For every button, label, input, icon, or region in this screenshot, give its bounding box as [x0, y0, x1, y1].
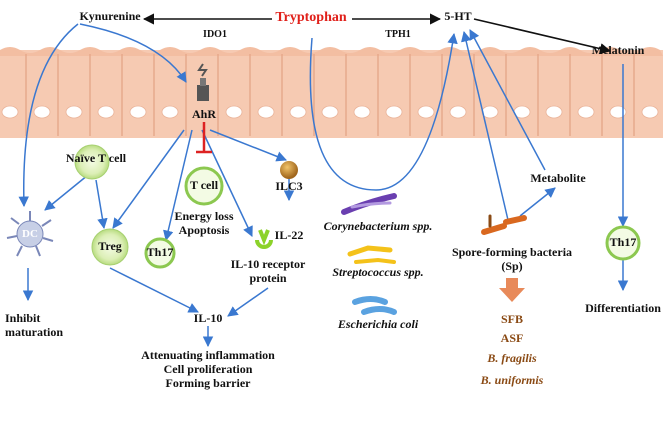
differentiation-label: Differentiation	[585, 301, 661, 315]
b-fragilis-label: B. fragilis	[487, 351, 537, 365]
t-cell-icon	[184, 166, 224, 206]
sfb-label: SFB	[500, 312, 524, 326]
down-arrow-icon	[499, 278, 525, 302]
th17-right-label: Th17	[609, 235, 637, 249]
apoptosis-label: Apoptosis	[178, 223, 230, 237]
sp-label: (Sp)	[501, 259, 523, 273]
treg-label: Treg	[98, 239, 122, 253]
naive-t-cell-label: Naïve T cell	[65, 151, 127, 165]
outcome-3-label: Forming barrier	[165, 376, 251, 390]
corynebacterium-icon	[341, 193, 397, 215]
ahr-inhibition-bar	[196, 122, 212, 154]
naive-t-cell-icon	[74, 144, 110, 180]
ilc3-cell-icon	[280, 161, 298, 179]
dc-label: DC	[22, 228, 38, 240]
ido1-label: IDO1	[203, 29, 227, 40]
kynurenine-label: Kynurenine	[79, 9, 141, 23]
spore-forming-label: Spore-forming bacteria	[451, 245, 573, 259]
tryptophan-arrows	[142, 13, 612, 55]
intestinal-epithelium	[0, 47, 663, 138]
ahr-receptor-icon	[197, 63, 209, 101]
energy-loss-label: Energy loss	[174, 209, 234, 223]
spore-forming-bacteria-icon	[481, 214, 527, 235]
protein-label: protein	[249, 271, 287, 285]
streptococcus-icon	[347, 245, 396, 264]
asf-label: ASF	[500, 331, 524, 345]
th17-cell-right-icon	[605, 225, 641, 261]
outcome-2-label: Cell proliferation	[163, 362, 253, 376]
blue-pathway-arrows	[18, 23, 629, 348]
inhibit-label: Inhibit	[5, 311, 41, 325]
tryptophan-label: Tryptophan	[275, 10, 347, 25]
treg-cell-icon	[91, 228, 129, 266]
outcome-1-label: Attenuating inflammation	[141, 348, 275, 362]
serotonin-label: 5-HT	[444, 9, 472, 23]
escherichia-coli-icon	[352, 296, 397, 315]
tph1-label: TPH1	[385, 29, 411, 40]
il10-label: IL-10	[193, 311, 223, 325]
b-uniformis-label: B. uniformis	[480, 373, 544, 387]
melatonin-label: Melatonin	[591, 43, 645, 57]
ilc3-label: ILC3	[275, 179, 303, 193]
t-cell-label: T cell	[189, 178, 219, 192]
th17-cell-icon	[144, 237, 176, 269]
corynebacterium-label: Corynebacterium spp.	[323, 219, 433, 233]
ahr-label: AhR	[191, 107, 217, 121]
dc-cell-icon	[6, 211, 54, 257]
metabolite-label: Metabolite	[530, 171, 586, 185]
escherichia-coli-label: Escherichia coli	[337, 317, 419, 331]
il10-receptor-icon	[255, 229, 273, 249]
maturation-label: maturation	[5, 325, 63, 339]
il22-label: IL-22	[274, 228, 304, 242]
streptococcus-label: Streptococcus spp.	[332, 265, 424, 279]
th17-label: Th17	[146, 245, 174, 259]
il10-receptor-label: IL-10 receptor	[230, 257, 306, 271]
